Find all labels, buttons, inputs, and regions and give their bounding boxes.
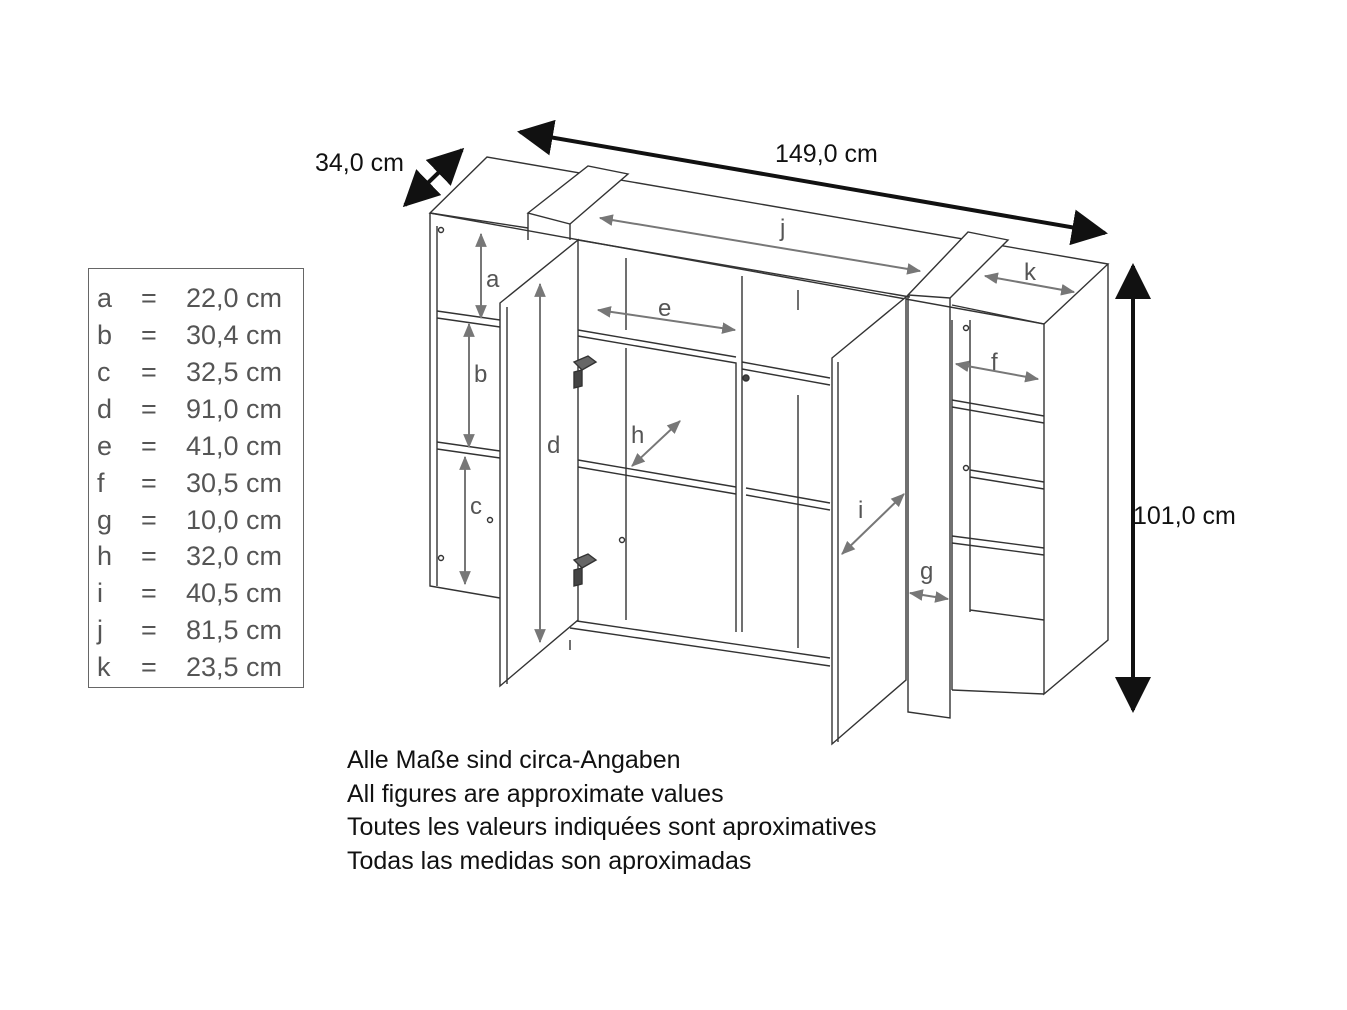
part-dimension-arrows <box>459 214 1076 644</box>
part-label-a: a <box>486 266 500 293</box>
part-label-h: h <box>631 422 644 449</box>
legend-key: f <box>97 468 105 498</box>
dimension-legend: a=22,0 cm b=30,4 cm c=32,5 cm d=91,0 cm … <box>88 268 304 688</box>
legend-value: 30,5 cm <box>186 468 283 498</box>
arrow-j <box>598 214 922 275</box>
note-french: Toutes les valeurs indiquées sont aproxi… <box>347 813 877 841</box>
legend-key: a <box>97 283 113 313</box>
overall-dimension-arrows <box>402 119 1151 713</box>
note-spanish: Todas las medidas son aproximadas <box>347 846 752 875</box>
legend-equals: = <box>141 505 157 535</box>
arrow-h <box>631 420 681 467</box>
note-german: Alle Maße sind circa-Angaben <box>347 746 681 774</box>
depth-arrow <box>402 147 465 208</box>
width-arrow <box>517 119 1108 246</box>
part-label-f: f <box>991 349 998 376</box>
note-english: All figures are approximate values <box>347 779 724 808</box>
legend-value: 32,0 cm <box>186 541 283 571</box>
legend-key: i <box>97 578 103 608</box>
legend-value: 10,0 cm <box>186 505 283 535</box>
legend-value: 41,0 cm <box>186 431 283 461</box>
arrow-k <box>983 272 1076 296</box>
legend-value: 40,5 cm <box>186 578 283 608</box>
depth-label: 34,0 cm <box>315 149 404 177</box>
part-label-i: i <box>858 497 863 524</box>
legend-equals: = <box>141 615 157 645</box>
legend-equals: = <box>141 320 157 350</box>
part-label-g: g <box>920 558 933 585</box>
legend-value: 23,5 cm <box>186 652 283 682</box>
part-label-c: c <box>470 493 482 520</box>
width-label: 149,0 cm <box>775 140 878 168</box>
disclaimer-notes: Alle Maße sind circa-Angaben All figures… <box>347 744 876 878</box>
legend-key: b <box>97 320 113 350</box>
legend-equals: = <box>141 357 157 387</box>
part-label-e: e <box>658 295 671 322</box>
part-label-j: j <box>779 215 785 242</box>
legend-equals: = <box>141 652 157 682</box>
legend-equals: = <box>141 431 157 461</box>
legend-key: e <box>97 431 113 461</box>
legend-value: 30,4 cm <box>186 320 283 350</box>
legend-equals: = <box>141 283 157 313</box>
arrow-i <box>841 493 905 555</box>
arrow-e <box>596 306 737 334</box>
part-label-k: k <box>1024 259 1037 286</box>
legend-equals: = <box>141 468 157 498</box>
arrow-g <box>908 589 950 603</box>
arrow-f <box>954 360 1040 383</box>
legend-key: h <box>97 541 113 571</box>
legend-key: d <box>97 394 113 424</box>
overall-dimension-labels: 34,0 cm 149,0 cm 101,0 cm <box>315 140 1236 530</box>
legend-key: g <box>97 505 113 535</box>
legend-equals: = <box>141 394 157 424</box>
legend-key: c <box>97 357 111 387</box>
legend-value: 91,0 cm <box>186 394 283 424</box>
part-labels: a b c d e f g h i j k <box>470 215 1037 585</box>
legend-equals: = <box>141 541 157 571</box>
legend-equals: = <box>141 578 157 608</box>
legend-key: k <box>97 652 111 682</box>
legend-value: 22,0 cm <box>186 283 283 313</box>
legend-value: 81,5 cm <box>186 615 283 645</box>
height-label: 101,0 cm <box>1133 502 1236 530</box>
part-label-d: d <box>547 432 560 459</box>
part-label-b: b <box>474 361 487 388</box>
legend-value: 32,5 cm <box>186 357 283 387</box>
legend-key: j <box>97 615 103 645</box>
